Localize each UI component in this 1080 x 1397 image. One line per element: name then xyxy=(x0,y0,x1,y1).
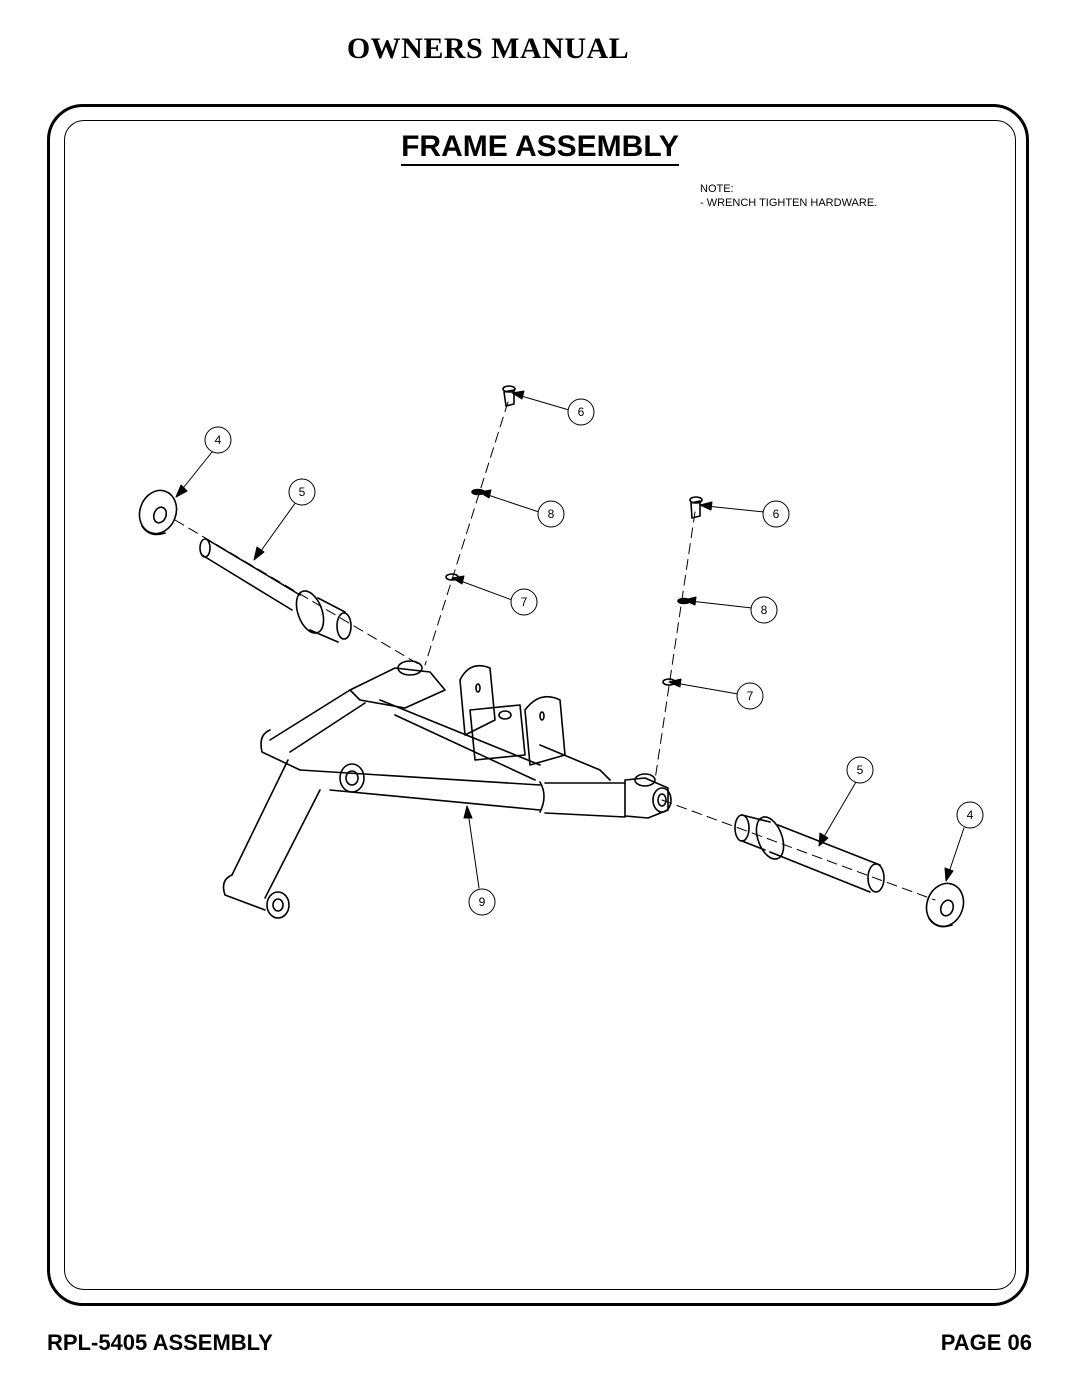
callout-number: 4 xyxy=(967,808,974,822)
note-label: NOTE: xyxy=(700,183,734,195)
hardware-bolt-top-left xyxy=(502,385,516,407)
callout-number: 4 xyxy=(215,433,222,447)
callout-number: 5 xyxy=(857,763,864,777)
note-text: - WRENCH TIGHTEN HARDWARE. xyxy=(700,197,878,209)
right-axle-part xyxy=(734,814,885,893)
callout-number: 6 xyxy=(578,405,585,419)
callout-leaders xyxy=(175,390,965,889)
page-border-outer xyxy=(47,104,1029,1306)
callout-number: 5 xyxy=(299,485,306,499)
assembly-axis-lines xyxy=(174,401,936,901)
footer-assembly-label: RPL-5405 ASSEMBLY xyxy=(47,1330,273,1355)
footer-page-number: PAGE 06 xyxy=(940,1330,1032,1355)
manual-header-title: OWNERS MANUAL xyxy=(346,32,630,65)
hardware-bolt-top-right xyxy=(689,496,703,519)
main-frame-part xyxy=(222,660,672,919)
callout-number: 7 xyxy=(747,689,754,703)
callout-number: 6 xyxy=(773,507,780,521)
left-spacer-part xyxy=(138,489,178,536)
callout-number: 7 xyxy=(521,595,528,609)
callout-number: 9 xyxy=(479,895,486,909)
left-axle-part xyxy=(199,538,352,643)
page-border-inner xyxy=(64,120,1016,1290)
callout-number: 8 xyxy=(548,507,555,521)
right-spacer-part xyxy=(925,882,965,928)
callout-numbers: 4 5 6 8 7 6 8 7 5 4 9 xyxy=(215,405,974,909)
callout-bubbles xyxy=(204,398,984,916)
section-title: FRAME ASSEMBLY xyxy=(0,130,1080,166)
section-title-text: FRAME ASSEMBLY xyxy=(401,130,679,166)
assembly-note: NOTE: - WRENCH TIGHTEN HARDWARE. xyxy=(700,182,877,210)
callout-number: 8 xyxy=(761,603,768,617)
